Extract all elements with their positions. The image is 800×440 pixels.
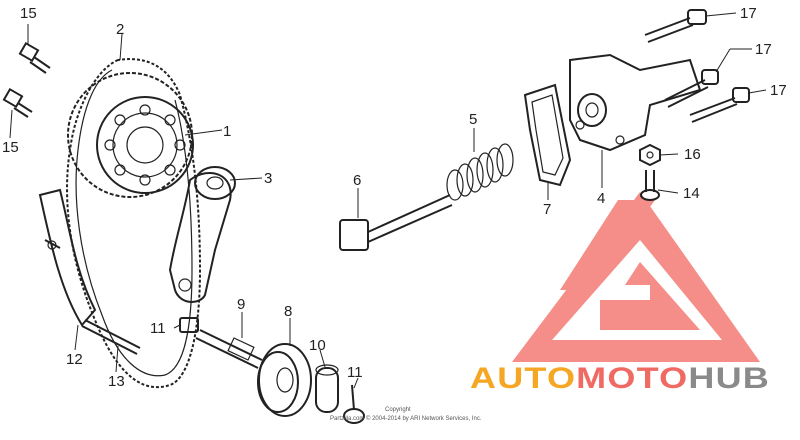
wordmark-hub: HUB — [688, 362, 770, 395]
label-part-10: 10 — [309, 337, 326, 354]
copyright-line-2: Partzilla.com © 2004-2014 by ARI Network… — [330, 415, 482, 422]
label-part-4: 4 — [597, 190, 605, 207]
label-part-3: 3 — [264, 170, 272, 187]
tensioner-spring — [446, 143, 514, 201]
label-part-16: 16 — [684, 146, 701, 163]
label-part-14: 14 — [683, 185, 700, 202]
label-part-17-top: 17 — [740, 5, 757, 22]
nut-16 — [639, 143, 661, 167]
bolt-17-top — [644, 9, 707, 43]
wordmark-moto: MOTO — [576, 362, 688, 395]
cam-chain — [66, 58, 202, 389]
label-part-11-upper: 11 — [150, 320, 166, 337]
bolt-11-lower — [343, 384, 365, 424]
label-part-15-lower: 15 — [2, 139, 19, 156]
tensioner-arm — [168, 166, 236, 303]
chain-guide — [38, 188, 97, 327]
tensioner-pushrod — [195, 329, 263, 369]
copyright-line-1: Copyright — [385, 407, 411, 413]
leader-lines — [9, 12, 767, 389]
label-part-15-upper: 15 — [20, 5, 37, 22]
bolt-17-middle — [664, 69, 719, 108]
bolt-15-lower — [2, 87, 33, 118]
label-part-11-lower: 11 — [347, 364, 363, 381]
cam-sprocket — [67, 72, 194, 198]
label-part-13: 13 — [108, 373, 125, 390]
label-part-1: 1 — [223, 123, 231, 140]
label-part-17-middle: 17 — [755, 41, 772, 58]
label-part-17-lower: 17 — [770, 82, 787, 99]
label-part-5: 5 — [469, 111, 477, 128]
label-part-12: 12 — [66, 351, 83, 368]
bolt-15-upper — [18, 41, 51, 74]
collar — [315, 364, 339, 413]
guide-pin — [81, 319, 141, 355]
label-part-2: 2 — [116, 21, 124, 38]
label-part-9: 9 — [237, 296, 245, 313]
label-part-6: 6 — [353, 172, 361, 189]
wordmark-auto: AUTO — [470, 362, 576, 395]
tensioner-roller — [257, 343, 312, 417]
label-part-8: 8 — [284, 303, 292, 320]
automotohub-logo-mark — [512, 192, 760, 362]
tensioner-housing — [569, 53, 702, 152]
label-part-7: 7 — [543, 201, 551, 218]
adjuster-bolt-14 — [640, 170, 660, 201]
gasket — [523, 83, 572, 187]
bolt-17-lower — [689, 87, 750, 123]
tensioner-rod — [339, 194, 453, 251]
